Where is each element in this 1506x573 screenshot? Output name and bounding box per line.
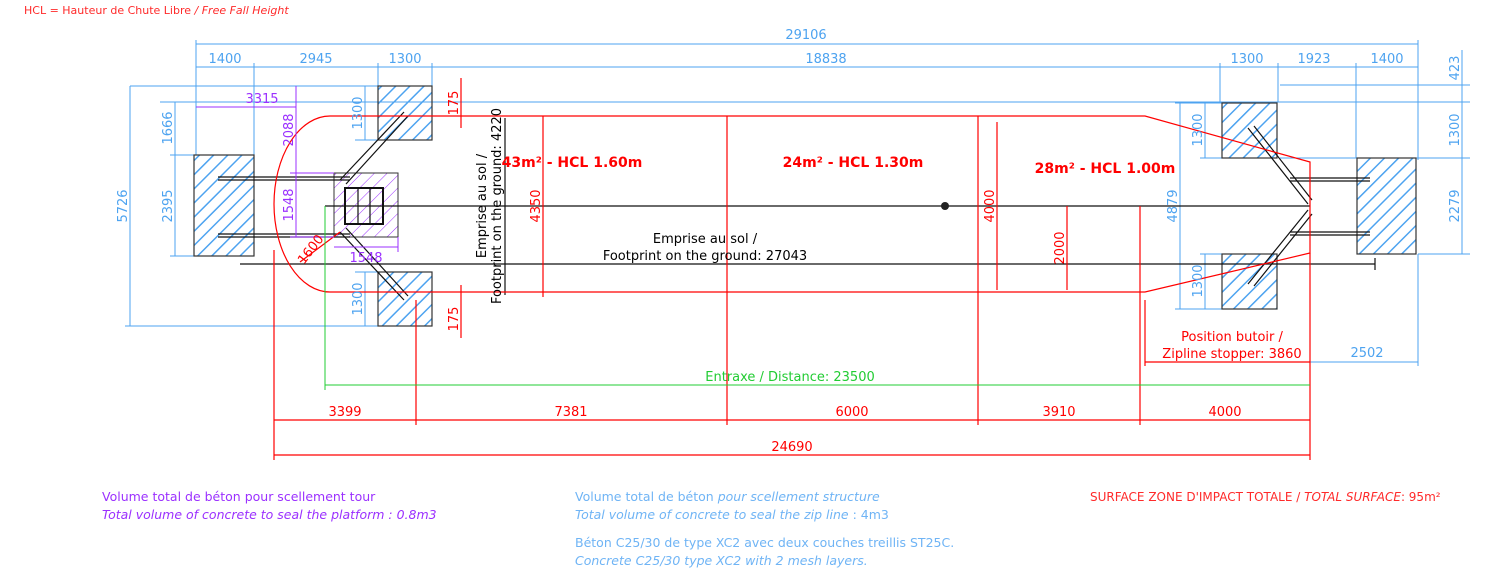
- dim-label: 175: [447, 91, 462, 116]
- dim-label: 3399: [328, 405, 361, 420]
- dim-label: 1400: [1370, 52, 1403, 67]
- dim-label: 6000: [835, 405, 868, 420]
- dim-label: 1548: [282, 188, 297, 221]
- dim-label: 1300: [1191, 264, 1206, 297]
- hcl-legend-fr: HCL = Hauteur de Chute Libre: [24, 4, 192, 17]
- total-surface-note: SURFACE ZONE D'IMPACT TOTALE / TOTAL SUR…: [1090, 488, 1441, 506]
- tower-block-top: [377, 85, 433, 141]
- structure-note-value: : 4m3: [852, 507, 889, 522]
- dim-label: 175: [447, 307, 462, 332]
- dim-label: 5726: [116, 189, 131, 222]
- stopper-label-en: Zipline stopper: 3860: [1162, 347, 1301, 362]
- dim-label: 4000: [983, 189, 998, 222]
- impact-zone: [273, 78, 1311, 460]
- dim-label: 2088: [282, 113, 297, 146]
- structure-note-fr: Volume total de béton: [575, 489, 714, 504]
- structure-note-en: Total volume of concrete to seal the zip…: [575, 507, 849, 522]
- dim-label: 4350: [529, 189, 544, 222]
- dim-label: 2000: [1053, 231, 1068, 264]
- dim-label: 1300: [1448, 113, 1463, 146]
- platform-slab: [333, 172, 399, 238]
- surface-note-en: TOTAL SURFACE: [1304, 490, 1401, 504]
- distance-line: [324, 206, 1310, 390]
- dim-label: 1300: [388, 52, 421, 67]
- concrete-spec-fr: Béton C25/30 de type XC2 avec deux couch…: [575, 535, 955, 550]
- dim-label: 7381: [554, 405, 587, 420]
- dim-label: 1300: [351, 96, 366, 129]
- dim-label: 3315: [245, 92, 278, 107]
- dim-label: 3910: [1042, 405, 1075, 420]
- distance-label: Entraxe / Distance: 23500: [705, 370, 875, 385]
- total-width-label: 29106: [785, 28, 826, 43]
- platform-dimension-lines: [196, 86, 399, 252]
- total-length-label: 24690: [771, 440, 812, 455]
- platform-note-fr: Volume total de béton pour scellement to…: [102, 489, 376, 504]
- dim-label: 1666: [161, 111, 176, 144]
- zone-label-2: 24m² - HCL 1.30m: [783, 155, 924, 171]
- platform-concrete-note: Volume total de béton pour scellement to…: [102, 488, 437, 524]
- platform-note-en: Total volume of concrete to seal the pla…: [102, 507, 437, 522]
- left-anchor-block: [193, 154, 255, 257]
- dim-label: 2502: [1350, 346, 1383, 361]
- footprint-length-fr: Emprise au sol /: [653, 232, 758, 247]
- trolley-icon: [941, 202, 949, 210]
- dim-label: 18838: [805, 52, 846, 67]
- surface-note-fr: SURFACE ZONE D'IMPACT TOTALE /: [1090, 490, 1301, 504]
- zone-label-3: 28m² - HCL 1.00m: [1035, 161, 1176, 177]
- dim-label: 1548: [349, 251, 382, 266]
- dim-label: 2279: [1448, 189, 1463, 222]
- blue-dimension-lines: [125, 40, 1470, 366]
- stopper-label-fr: Position butoir /: [1181, 330, 1283, 345]
- structure-concrete-note: Volume total de béton pour scellement st…: [575, 488, 954, 570]
- dim-label: 1923: [1297, 52, 1330, 67]
- structure-note-fr-italic: pour scellement structure: [717, 489, 880, 504]
- footprint-length-en: Footprint on the ground: 27043: [603, 249, 807, 264]
- dim-label: 4879: [1166, 189, 1181, 222]
- dim-label: 1400: [208, 52, 241, 67]
- tower-block-bottom: [377, 271, 433, 327]
- concrete-spec-en: Concrete C25/30 type XC2 with 2 mesh lay…: [575, 553, 868, 568]
- dim-label: 4000: [1208, 405, 1241, 420]
- dim-label: 423: [1448, 56, 1463, 81]
- surface-note-value: : 95m²: [1400, 490, 1441, 504]
- dim-label: 2945: [299, 52, 332, 67]
- hcl-legend: HCL = Hauteur de Chute Libre / Free Fall…: [24, 2, 289, 20]
- footprint-width-en: Footprint on the ground: 4220: [490, 108, 505, 304]
- zipline-structure: [218, 111, 1376, 301]
- hcl-legend-en: / Free Fall Height: [194, 4, 289, 17]
- dim-label: 1300: [1230, 52, 1263, 67]
- dim-label: 1300: [1191, 113, 1206, 146]
- dim-label: 2395: [161, 189, 176, 222]
- footprint-width-fr: Emprise au sol /: [475, 153, 490, 258]
- zone-label-1: 43m² - HCL 1.60m: [502, 155, 643, 171]
- right-anchor-block: [1356, 157, 1417, 255]
- dim-label: 1300: [351, 282, 366, 315]
